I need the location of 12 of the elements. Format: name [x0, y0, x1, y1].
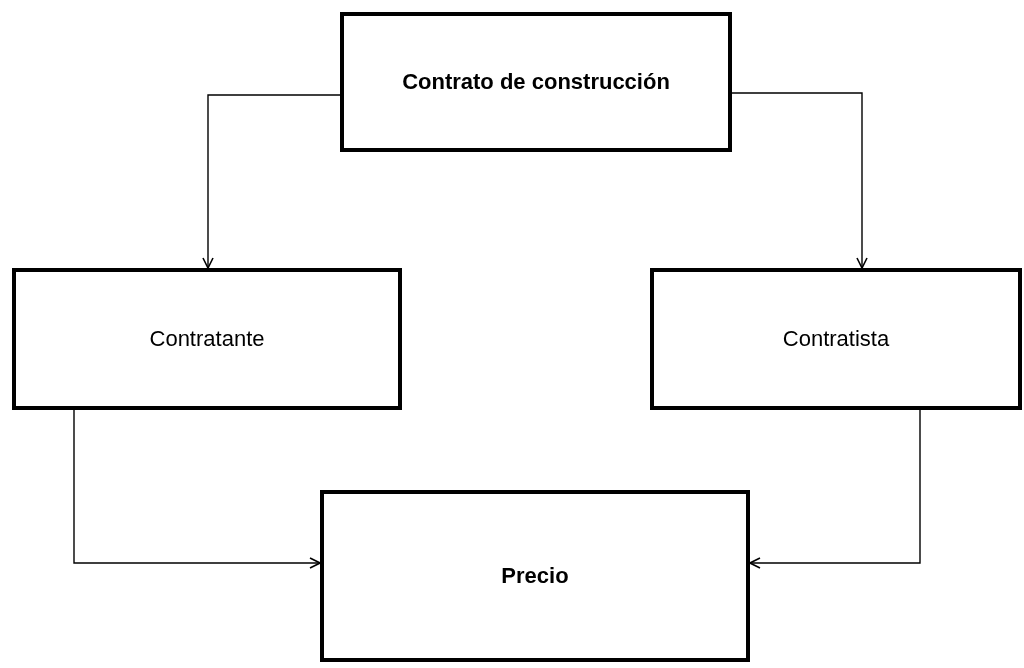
process-box: [340, 12, 732, 152]
process-box: [650, 268, 1022, 410]
arrow: [749, 409, 921, 569]
arrow: [202, 94, 341, 269]
arrow: [73, 409, 321, 569]
process-box: [12, 268, 402, 410]
arrow: [731, 92, 868, 269]
box-label: Contratista: [782, 325, 890, 354]
box-label: Contrato de construcción: [402, 68, 670, 97]
process-box: [320, 490, 750, 662]
box-label: Contratante: [149, 325, 265, 354]
box-label: Precio: [501, 562, 569, 591]
